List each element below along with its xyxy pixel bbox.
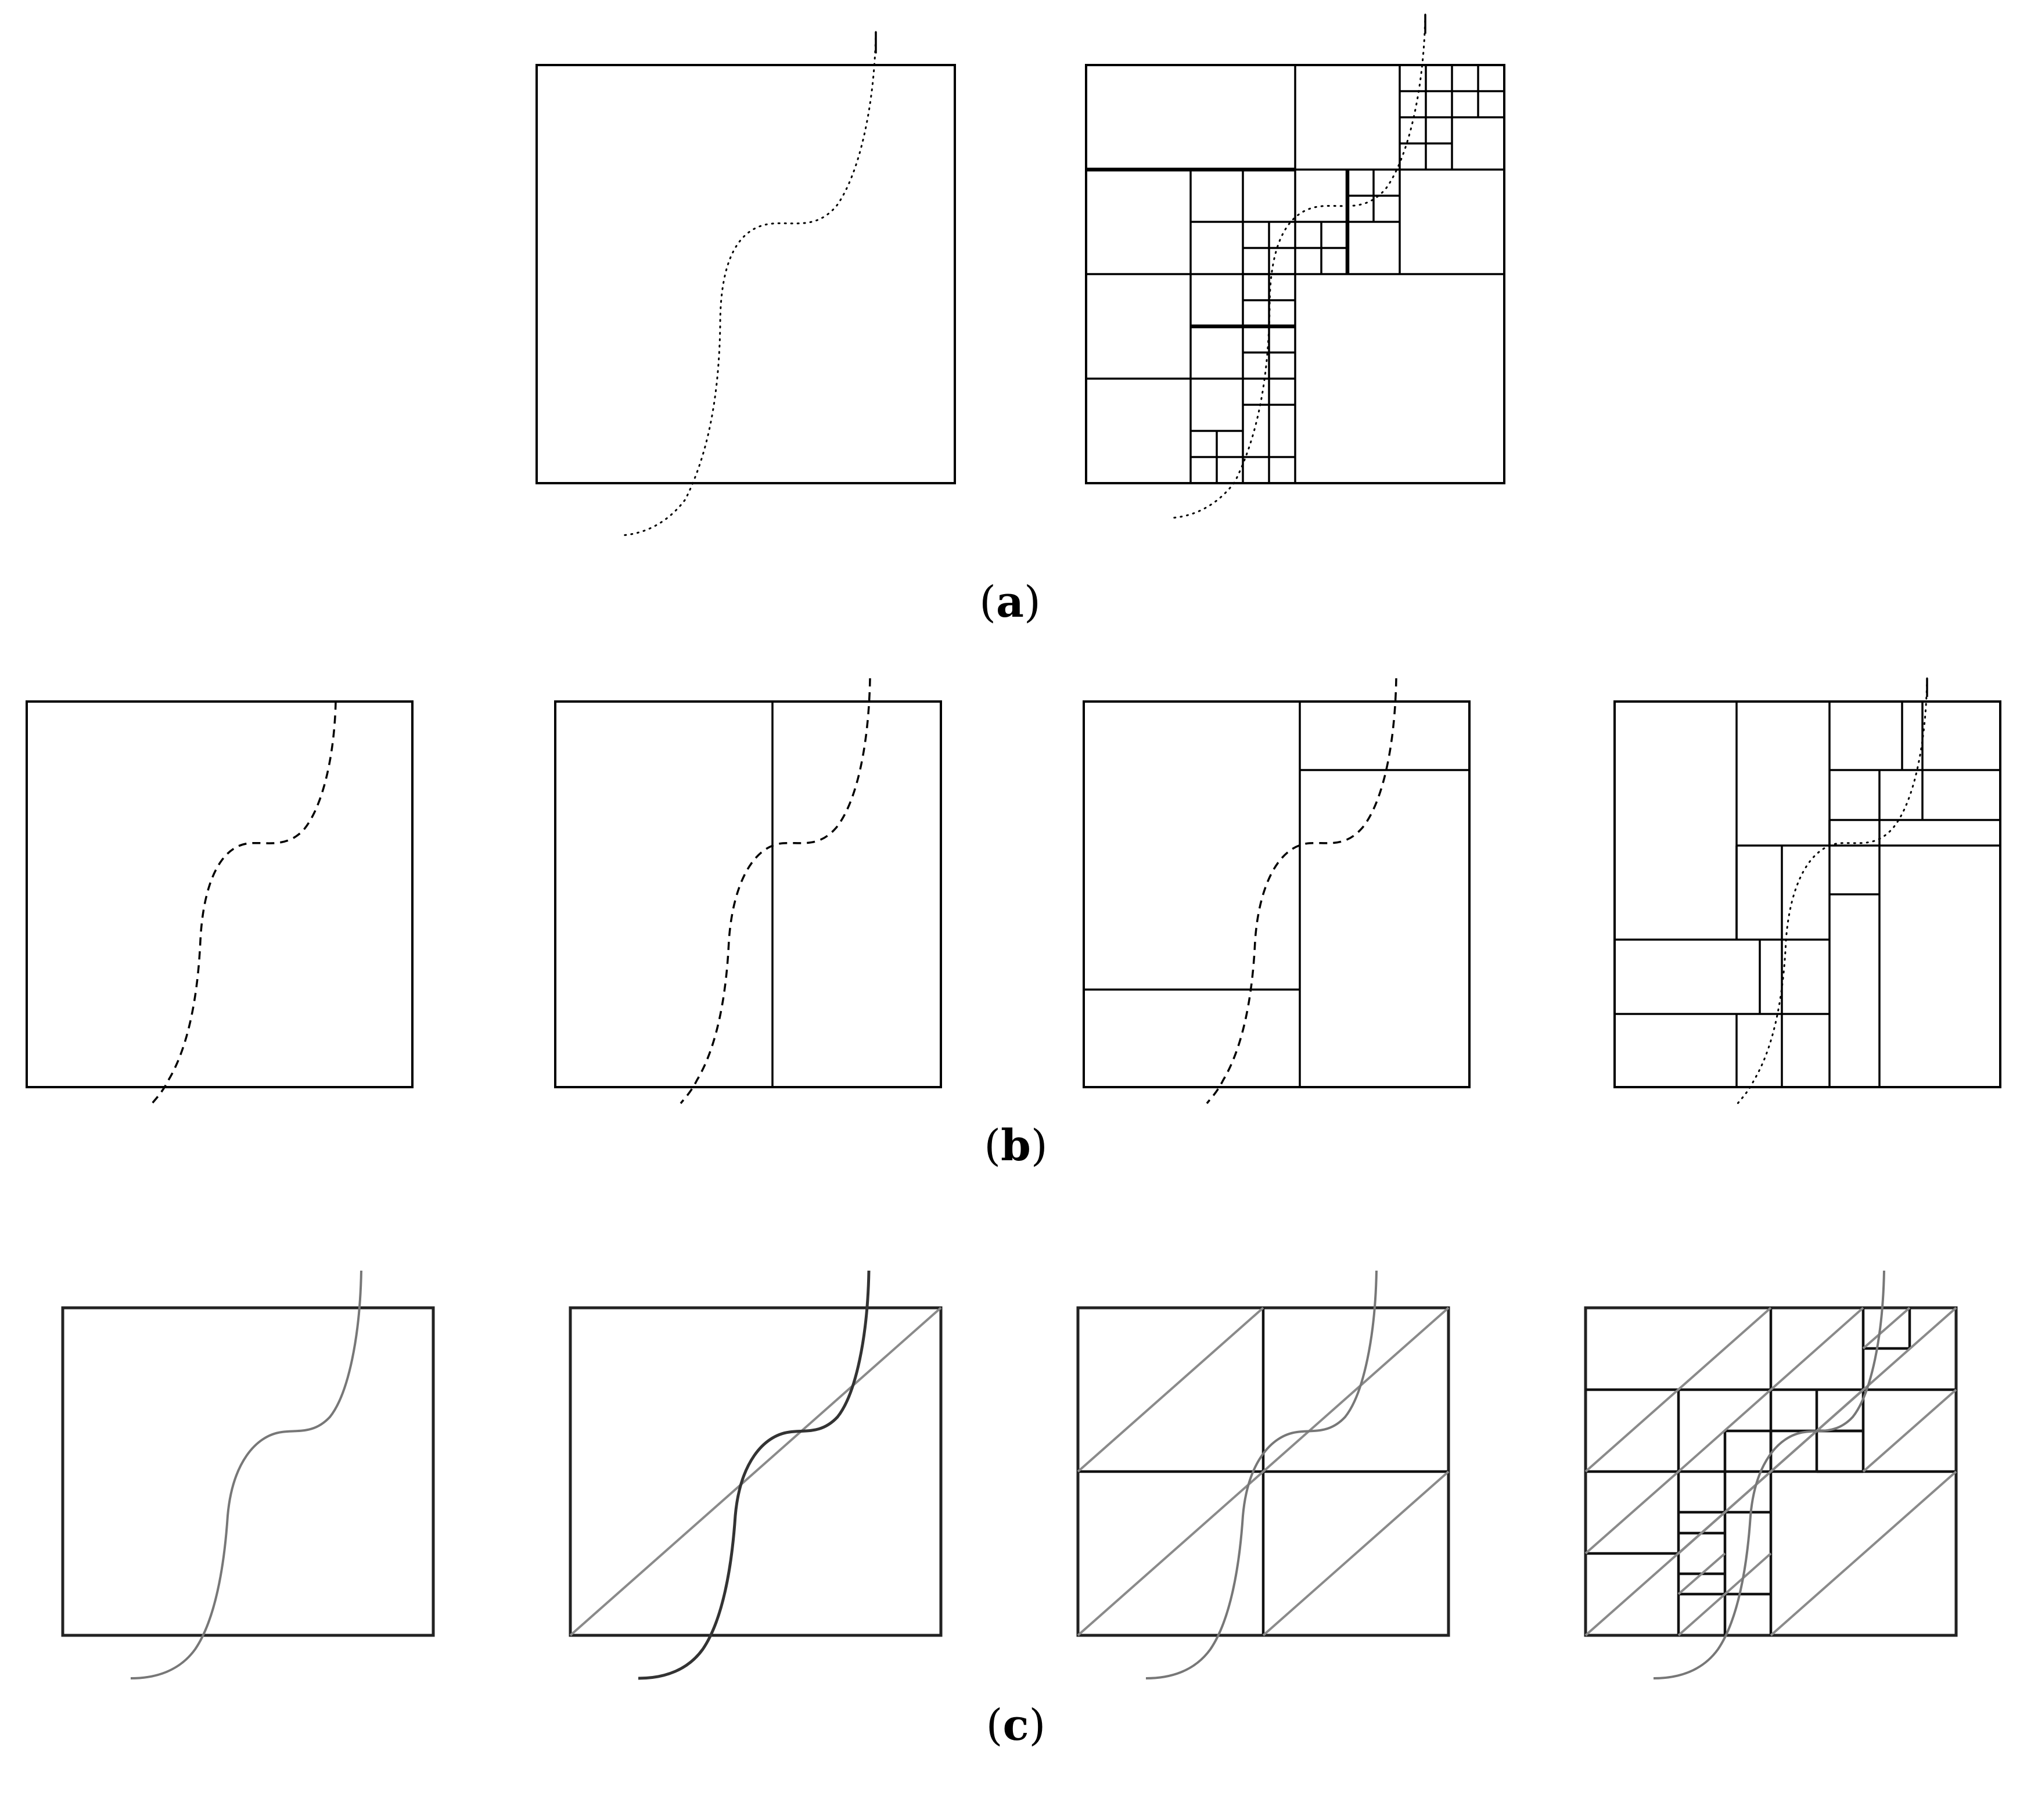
panel-a1-frame [535, 64, 956, 484]
panel-c2 [569, 1270, 943, 1680]
panel-a1-curve [619, 31, 877, 537]
panel-c2-frame [569, 1306, 943, 1637]
panel-b3-grid [1084, 702, 1469, 1087]
panel-b4 [1613, 677, 2001, 1105]
panel-c4-curve [1653, 1270, 1885, 1679]
label-b: (b) [984, 1121, 1048, 1171]
panel-c1-curve [130, 1270, 362, 1679]
panel-c1-frame [61, 1306, 435, 1637]
panel-b3-frame [1083, 700, 1471, 1088]
row-a: (a) [535, 13, 1505, 627]
panel-b1-curve [151, 701, 337, 1105]
panel-b3-curve [1206, 678, 1397, 1105]
panel-a2-grid-thick [1086, 167, 1350, 329]
panel-b4-frame [1613, 700, 2001, 1088]
panel-c1 [61, 1270, 435, 1679]
row-c: (c) [61, 1270, 1958, 1750]
panel-a1 [535, 31, 956, 537]
panel-c4-diagonals [1584, 1307, 1957, 1636]
panel-b2-curve [680, 678, 871, 1105]
panel-c2-curve [638, 1270, 871, 1680]
panel-b2-frame [554, 700, 942, 1088]
panel-b1 [26, 700, 414, 1105]
panel-c2-diagonal [569, 1307, 942, 1636]
panel-c4 [1584, 1270, 1958, 1679]
label-a: (a) [979, 577, 1041, 627]
label-c: (c) [986, 1700, 1046, 1750]
panel-a2-curve [1169, 13, 1426, 519]
panel-c3-diagonals [1077, 1307, 1450, 1636]
panel-b1-frame [26, 700, 414, 1088]
panel-a2-grid [1086, 65, 1504, 483]
panel-b2 [554, 678, 942, 1105]
row-b: (b) [26, 677, 2001, 1171]
panel-b4-grid [1615, 702, 2000, 1087]
panel-a2 [1085, 13, 1505, 519]
panel-c3-curve [1145, 1270, 1378, 1679]
panel-c3 [1076, 1270, 1450, 1679]
panel-b4-curve [1737, 677, 1928, 1105]
panel-b3 [1083, 678, 1471, 1105]
